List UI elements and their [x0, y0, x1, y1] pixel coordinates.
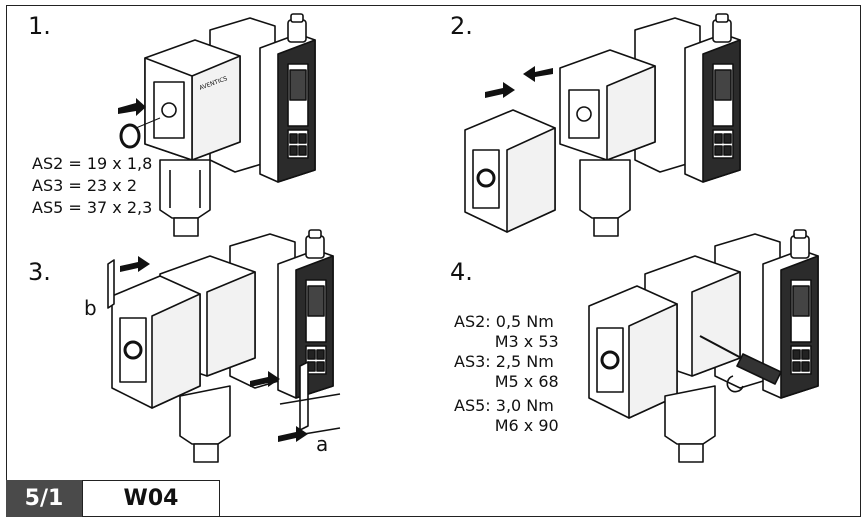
callout-a: a — [316, 432, 329, 456]
step-4-spec-as2-screw: M3 x 53 — [454, 332, 559, 351]
step-4-number: 4. — [450, 258, 473, 286]
step-2-number: 2. — [450, 12, 473, 40]
step-4-illustration — [588, 229, 819, 463]
step-4-spec-as5-screw: M6 x 90 — [454, 416, 559, 435]
step-3-number: 3. — [28, 258, 51, 286]
step-2-illustration — [464, 13, 741, 237]
step-1-illustration: AVENTICS — [118, 13, 316, 237]
document-code-box: W04 — [82, 480, 220, 517]
page-number-badge: 5/1 — [6, 480, 82, 517]
step-4-spec-as3-torque: AS3: 2,5 Nm — [454, 352, 554, 371]
page-frame — [6, 5, 861, 517]
step-1-spec-as3: AS3 = 23 x 2 — [32, 176, 138, 195]
step-4-spec-as5-torque: AS5: 3,0 Nm — [454, 396, 554, 415]
step-1-spec-as2: AS2 = 19 x 1,8 — [32, 154, 153, 173]
step-4-spec-as2-torque: AS2: 0,5 Nm — [454, 312, 554, 331]
callout-b: b — [84, 296, 97, 320]
step-1-spec-as5: AS5 = 37 x 2,3 — [32, 198, 153, 217]
step-1-number: 1. — [28, 12, 51, 40]
step-4-spec-as3-screw: M5 x 68 — [454, 372, 559, 391]
step-3-illustration — [107, 229, 341, 463]
